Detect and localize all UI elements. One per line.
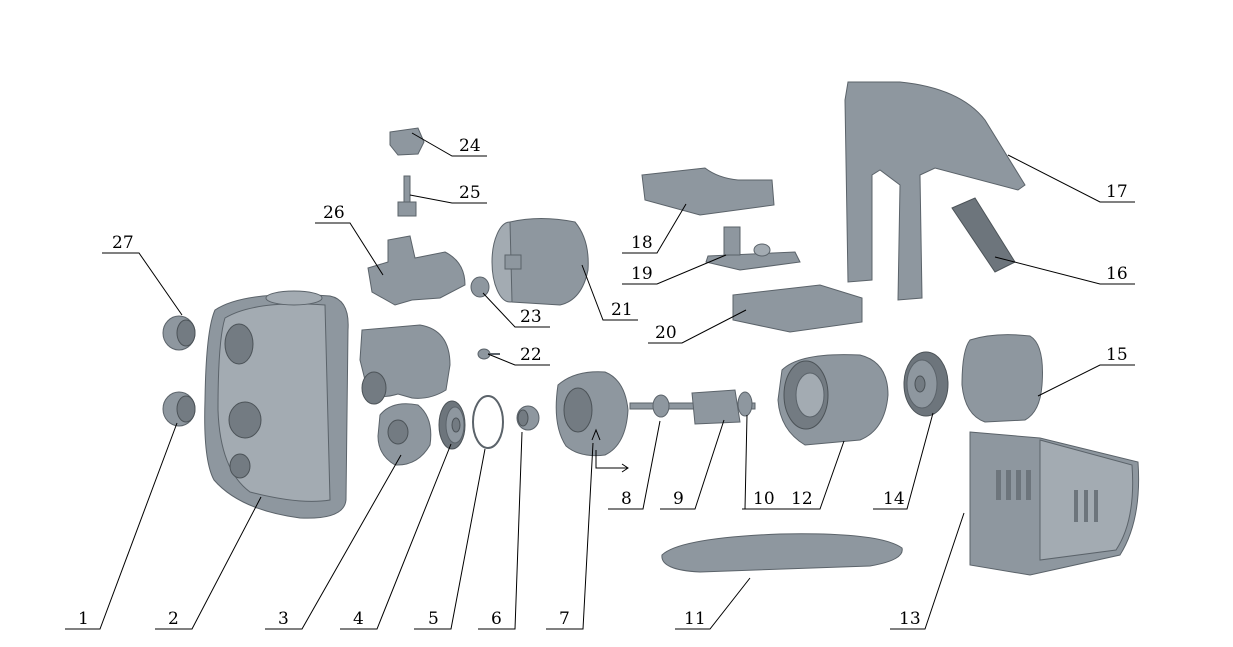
callout-20: 20 [655, 323, 677, 343]
part-12-stator [777, 354, 889, 446]
part-21-pressure-tank [491, 218, 589, 306]
part-18-box-lid [641, 167, 775, 216]
callout-15: 15 [1106, 345, 1128, 365]
part-24-cap [389, 127, 425, 156]
part-14-fan [903, 351, 949, 417]
part-5-o-ring [472, 395, 504, 449]
part-11-base-plate [661, 533, 903, 573]
part-23-fitting [470, 276, 490, 298]
part-7-bracket [555, 371, 629, 473]
callout-18: 18 [631, 233, 653, 253]
callout-5: 5 [428, 609, 439, 629]
callout-23: 23 [520, 307, 542, 327]
part-2-front-housing [204, 290, 349, 519]
part-3-pump-casing [359, 324, 451, 466]
part-15-fan-cover [961, 334, 1043, 423]
callout-6: 6 [491, 609, 502, 629]
part-16-control-board [951, 197, 1016, 273]
callout-14: 14 [883, 489, 905, 509]
part-27-fittings [162, 315, 196, 427]
part-illustrations [162, 81, 1140, 576]
callout-16: 16 [1106, 264, 1128, 284]
callout-24: 24 [459, 136, 481, 156]
callout-2: 2 [168, 609, 179, 629]
callout-9: 9 [673, 489, 684, 509]
callout-4: 4 [353, 609, 364, 629]
callout-3: 3 [278, 609, 289, 629]
callout-27: 27 [112, 233, 134, 253]
callout-19: 19 [631, 264, 653, 284]
part-25-valve-stem [397, 175, 417, 217]
part-6-seal [516, 405, 540, 431]
callout-7: 7 [559, 609, 570, 629]
callout-10: 10 [753, 489, 775, 509]
callout-1: 1 [78, 609, 89, 629]
part-26-valve-body [367, 235, 466, 306]
callout-25: 25 [459, 183, 481, 203]
callout-leaders [65, 132, 1135, 630]
callout-labels: 1 2 3 4 5 6 7 8 9 10 11 12 13 14 15 16 1… [78, 136, 1128, 629]
callout-8: 8 [621, 489, 632, 509]
callout-11: 11 [684, 609, 706, 629]
part-22-sensor [477, 348, 500, 360]
callout-17: 17 [1106, 182, 1128, 202]
part-17-top-cover [844, 81, 1026, 301]
part-8-9-10-rotor-shaft [629, 389, 756, 425]
part-4-impeller [438, 400, 466, 450]
part-13-rear-shroud [969, 431, 1140, 576]
callout-22: 22 [520, 345, 542, 365]
callout-21: 21 [611, 300, 633, 320]
part-20-junction-box [732, 284, 863, 333]
callout-12: 12 [791, 489, 813, 509]
callout-13: 13 [899, 609, 921, 629]
callout-26: 26 [323, 203, 345, 223]
part-19-pcb [705, 226, 801, 271]
